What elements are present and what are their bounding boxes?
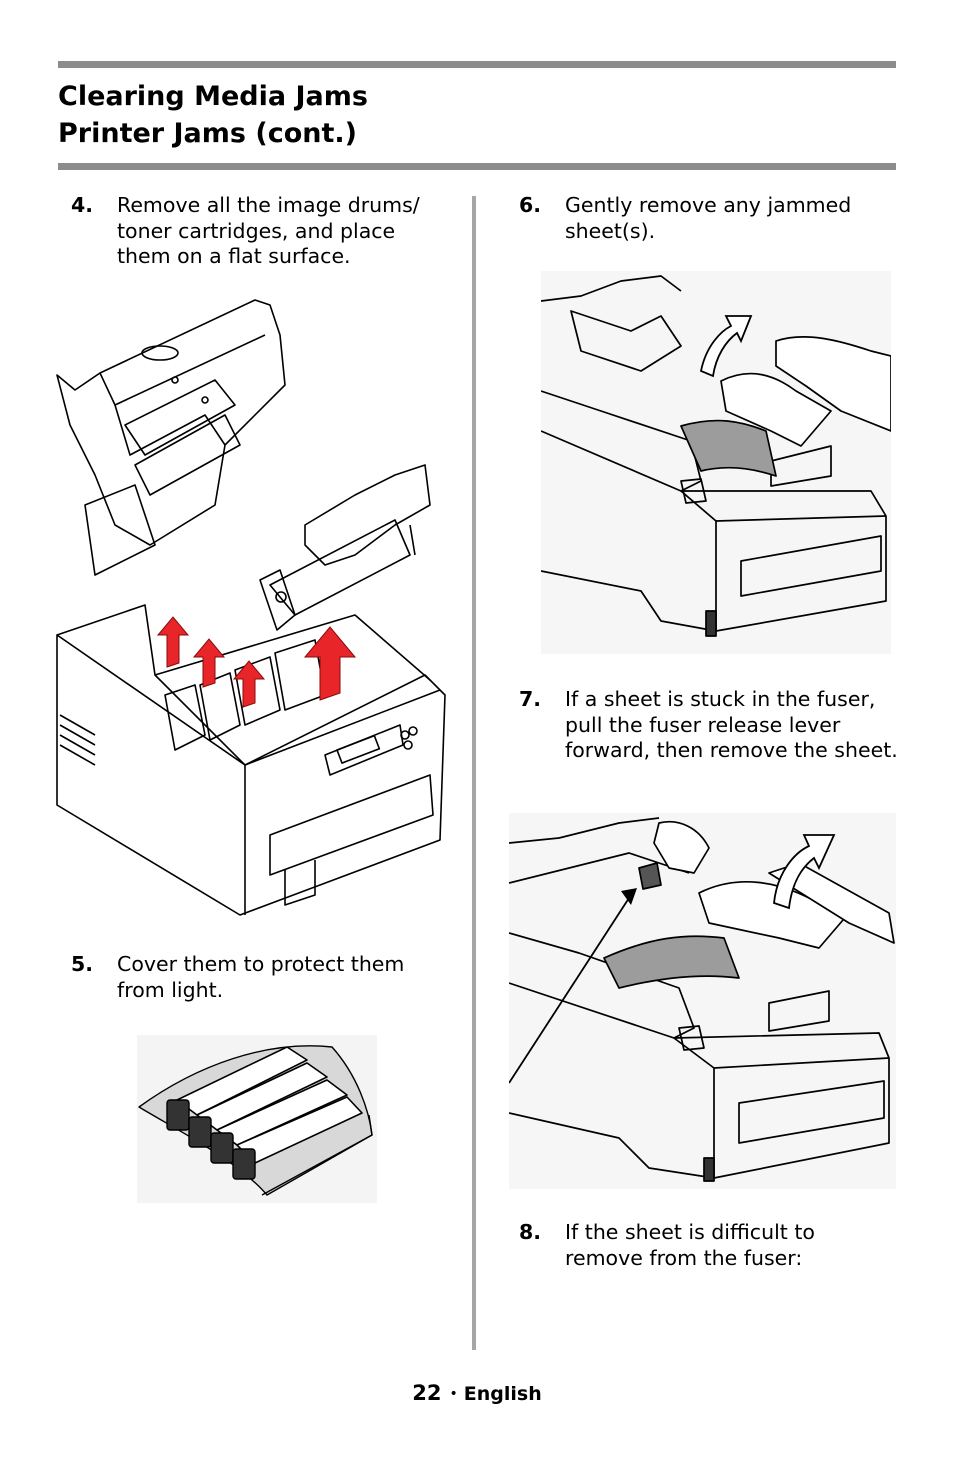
step-text: If the sheet is difficult to remove from… <box>565 1220 815 1270</box>
language-label: English <box>463 1383 542 1405</box>
step-text: Gently remove any jammed sheet(s). <box>565 193 852 243</box>
page-number: 22 <box>412 1381 442 1405</box>
header-rule-top <box>58 61 896 68</box>
step-number: 7. <box>519 687 542 711</box>
header-rule-bottom <box>58 163 896 170</box>
page-title-line1: Clearing Media Jams <box>58 81 368 112</box>
covered-drums-illustration <box>137 1035 377 1203</box>
fuser-lever-illustration <box>509 813 896 1189</box>
step-number: 5. <box>71 952 94 976</box>
column-divider <box>472 196 476 1350</box>
page-title: Clearing Media Jams Printer Jams (cont.) <box>58 78 368 152</box>
step-number: 4. <box>71 193 94 217</box>
bullet-separator: • <box>449 1386 458 1402</box>
step-text: If a sheet is stuck in the fuser, pull t… <box>565 687 898 762</box>
page-footer: 22 • English <box>0 1381 954 1405</box>
step-number: 6. <box>519 193 542 217</box>
remove-sheet-illustration <box>541 271 891 654</box>
page-title-line2: Printer Jams (cont.) <box>58 118 358 149</box>
step-number: 8. <box>519 1220 542 1244</box>
step-text: Remove all the image drums/ toner cartri… <box>117 193 420 268</box>
printer-open-drums-illustration <box>55 295 450 920</box>
step-text: Cover them to protect them from light. <box>117 952 405 1002</box>
